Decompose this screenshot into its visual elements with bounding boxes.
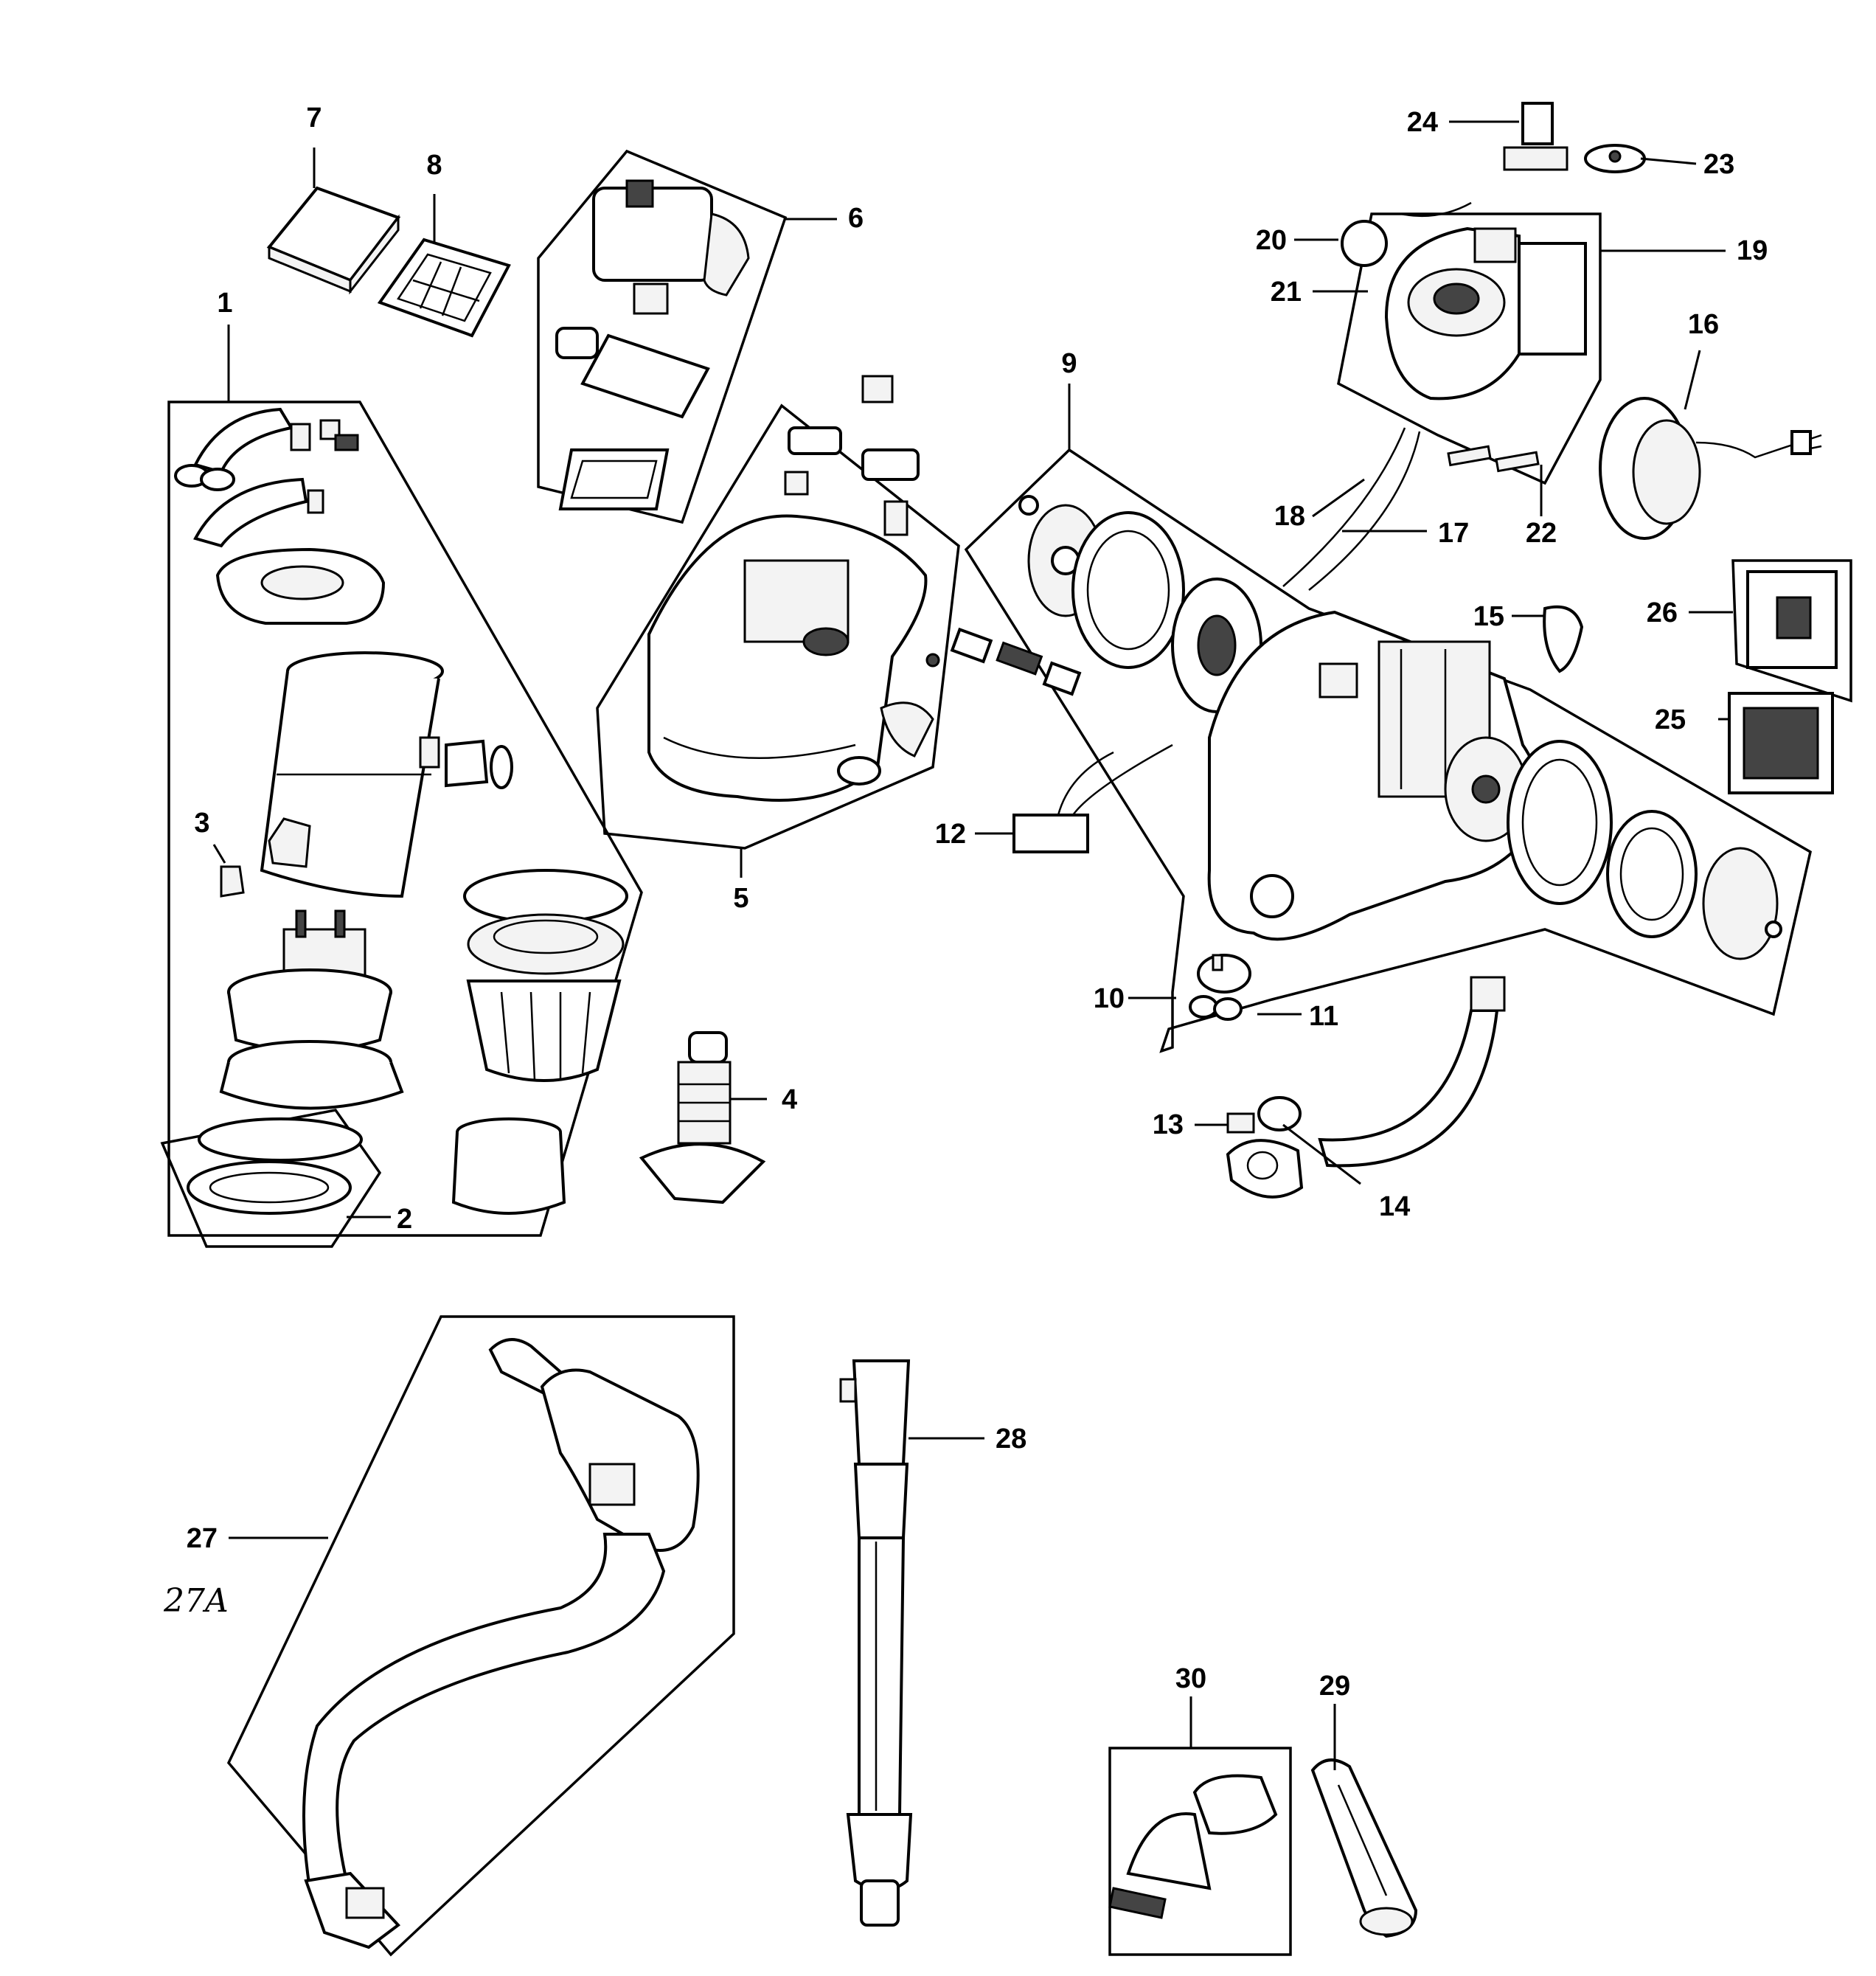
cyclone-stack-left bbox=[219, 909, 404, 1110]
group-outline-26 bbox=[1731, 559, 1852, 703]
bag-assembly-parts bbox=[555, 179, 750, 510]
callout-29: 29 bbox=[1319, 1671, 1350, 1702]
callout-28: 28 bbox=[996, 1424, 1026, 1455]
inner-hose-part bbox=[1318, 976, 1506, 1168]
handwritten-note-27a: 27A bbox=[163, 1582, 229, 1620]
dust-cup-part bbox=[260, 651, 444, 898]
callout-30: 30 bbox=[1175, 1663, 1206, 1694]
callout-27: 27 bbox=[187, 1523, 218, 1554]
leader-lines bbox=[212, 120, 1733, 1770]
callout-18: 18 bbox=[1274, 501, 1305, 532]
callout-24: 24 bbox=[1407, 107, 1438, 138]
wheel-set-left bbox=[1018, 495, 1262, 713]
cyclone-stack-right bbox=[451, 869, 628, 1215]
callout-16: 16 bbox=[1688, 309, 1719, 340]
group-outline-19 bbox=[1337, 212, 1602, 485]
valve-parts bbox=[925, 627, 1082, 696]
wheel-set-right bbox=[1507, 740, 1782, 960]
callout-4: 4 bbox=[782, 1084, 797, 1115]
switch-parts bbox=[1503, 102, 1646, 173]
dusting-brush-part bbox=[1108, 1774, 1278, 1919]
connector-parts bbox=[1226, 1096, 1304, 1199]
callout-8: 8 bbox=[426, 150, 442, 181]
callout-25: 25 bbox=[1655, 704, 1686, 735]
callout-5: 5 bbox=[733, 883, 748, 914]
callout-12: 12 bbox=[935, 819, 966, 850]
cup-side-parts bbox=[220, 739, 513, 898]
callout-10: 10 bbox=[1094, 983, 1125, 1014]
filter-pad-part bbox=[266, 186, 401, 295]
caster-parts bbox=[1189, 954, 1251, 1021]
callout-7: 7 bbox=[306, 103, 322, 134]
callout-15: 15 bbox=[1473, 601, 1504, 632]
callout-19: 19 bbox=[1737, 235, 1768, 266]
callout-17: 17 bbox=[1438, 518, 1469, 549]
top-housing-part bbox=[647, 375, 934, 802]
callout-1: 1 bbox=[217, 288, 232, 319]
latch-part bbox=[1543, 605, 1584, 673]
callout-21: 21 bbox=[1271, 277, 1302, 308]
callout-9: 9 bbox=[1061, 348, 1077, 379]
motor-housing-part bbox=[1341, 201, 1587, 473]
group-outline-5 bbox=[596, 403, 960, 850]
callout-labels: 7 8 6 1 3 5 4 2 9 12 10 11 13 14 15 16 1… bbox=[163, 103, 1768, 1702]
group-outline-27 bbox=[226, 1315, 735, 1957]
gasket-parts bbox=[187, 1117, 363, 1215]
callout-26: 26 bbox=[1647, 597, 1678, 628]
wire-parts bbox=[1282, 427, 1421, 591]
group-outline-2 bbox=[160, 1109, 382, 1248]
callout-13: 13 bbox=[1153, 1109, 1184, 1140]
bracket-part bbox=[1746, 570, 1838, 669]
wand-part bbox=[839, 1359, 913, 1927]
callout-23: 23 bbox=[1703, 149, 1734, 180]
hose-inlet-part bbox=[639, 1031, 766, 1204]
canister-handle-parts bbox=[174, 407, 386, 625]
filter-frame-part bbox=[377, 238, 511, 338]
callout-14: 14 bbox=[1379, 1191, 1410, 1222]
crevice-tool-part bbox=[1310, 1758, 1418, 1938]
pcb-part bbox=[1012, 743, 1173, 853]
callout-3: 3 bbox=[194, 808, 209, 839]
group-outline-30 bbox=[1108, 1747, 1292, 1956]
callout-2: 2 bbox=[397, 1204, 412, 1235]
callout-11: 11 bbox=[1309, 1001, 1338, 1032]
callout-6: 6 bbox=[848, 203, 864, 234]
callout-20: 20 bbox=[1256, 225, 1287, 256]
cord-reel-part bbox=[1599, 397, 1822, 540]
hepa-filter-part bbox=[1728, 692, 1834, 794]
callout-22: 22 bbox=[1526, 518, 1557, 549]
hose-handle-part bbox=[302, 1338, 700, 1949]
base-body-part bbox=[1207, 610, 1541, 941]
